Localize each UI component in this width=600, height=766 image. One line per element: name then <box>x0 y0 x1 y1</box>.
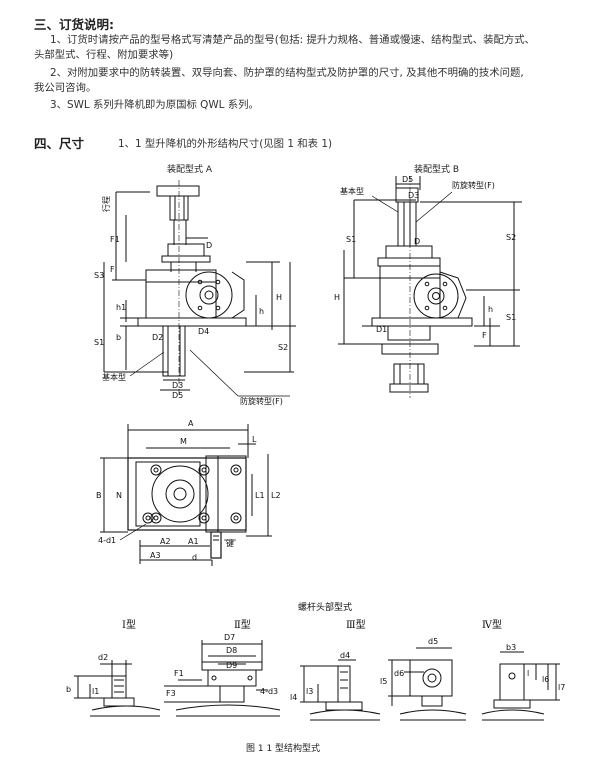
figure-a-labels: 行程 F1 D S3 F h1 S1 b D2 D4 H h S2 D3 D5 … <box>94 196 288 406</box>
head-type-4: Ⅳ型 <box>482 618 502 631</box>
label-h-small: h <box>259 307 264 316</box>
head-label-l: l <box>527 669 529 678</box>
head-label-f3: F3 <box>166 689 176 698</box>
head-label-f1: F1 <box>174 669 184 678</box>
label-d5: D5 <box>172 391 183 400</box>
label-b-d1: D1 <box>376 325 387 334</box>
head-label-l3: l3 <box>306 687 313 696</box>
section-title-dimensions: 四、尺寸 <box>34 136 85 151</box>
label-s3: S3 <box>94 271 104 280</box>
callout-antirot-a: 防旋转型(F) <box>240 396 283 406</box>
head-type-3: Ⅲ型 <box>346 618 366 631</box>
top-view-labels: A M L B N L1 L2 4-d1 A2 A1 A3 d 键 <box>96 419 281 562</box>
label-f1: F1 <box>110 235 120 244</box>
label-top-a3: A3 <box>150 551 161 560</box>
figure-b-labels: D5 D3 D 基本型 防旋转型(F) S1 S2 H h D1 F S1 <box>334 175 516 340</box>
head-label-l1: l1 <box>92 687 99 696</box>
figure-caption: 图 1 1 型结构型式 <box>246 744 321 754</box>
label-d3: D3 <box>172 381 183 390</box>
callout-basic-b: 基本型 <box>340 186 364 196</box>
label-s2: S2 <box>278 343 288 352</box>
label-b-h-small: h <box>488 305 493 314</box>
head-label-d8: D8 <box>226 646 237 655</box>
head-label-d3: 4-d3 <box>260 687 278 696</box>
heads-title: 螺杆头部型式 <box>298 601 352 613</box>
head-label-b3: b3 <box>506 643 516 652</box>
head-label-d5: d5 <box>428 637 438 646</box>
head-types-labels: 螺杆头部型式 Ⅰ型 Ⅱ型 Ⅲ型 Ⅳ型 d2 l1 b D7 D8 D9 F1 F… <box>66 601 565 702</box>
head-label-l5: l5 <box>380 677 387 686</box>
head-label-l6: l6 <box>542 675 549 684</box>
head-label-d2: d2 <box>98 653 108 662</box>
label-top-d: d <box>192 553 197 562</box>
label-top-holes: 4-d1 <box>98 536 116 545</box>
head-label-d7: D7 <box>224 633 235 642</box>
ordering-line-4: 我公司咨询。 <box>34 82 97 94</box>
head-types-drawing <box>74 640 560 721</box>
label-top-a: A <box>188 419 194 428</box>
label-f: F <box>110 265 115 274</box>
figure-a-drawing <box>103 180 296 397</box>
ordering-line-2: 头部型式、行程、附加要求等) <box>34 49 174 61</box>
label-b-d5: D5 <box>402 175 413 184</box>
figure-b-drawing <box>338 176 522 398</box>
label-b-f: F <box>482 331 487 340</box>
ordering-line-5: 3、SWL 系列升降机即为原国标 QWL 系列。 <box>50 99 259 111</box>
head-label-d9: D9 <box>226 661 237 670</box>
label-top-b: B <box>96 491 102 500</box>
label-d2: D2 <box>152 333 163 342</box>
callout-antirot-b: 防旋转型(F) <box>452 180 495 190</box>
head-type-1: Ⅰ型 <box>122 618 136 631</box>
label-b-s2: S2 <box>506 233 516 242</box>
label-b-s1: S1 <box>346 235 356 244</box>
head-label-d4: d4 <box>340 651 350 660</box>
label-h1: h1 <box>116 303 126 312</box>
figure-a-caption: 装配型式 A <box>167 165 213 175</box>
label-s1: S1 <box>94 338 104 347</box>
label-top-a2: A2 <box>160 537 171 546</box>
ordering-line-3: 2、对附加要求中的防转装置、双导向套、防护罩的结构型式及防护罩的尺寸, 及其他不… <box>50 67 524 79</box>
label-d4: D4 <box>198 327 209 336</box>
label-top-key: 键 <box>226 538 234 548</box>
label-top-l1: L1 <box>255 491 265 500</box>
figure-b-caption: 装配型式 B <box>414 165 460 175</box>
head-type-2: Ⅱ型 <box>234 618 251 631</box>
label-top-a1: A1 <box>188 537 199 546</box>
head-label-b: b <box>66 685 71 694</box>
label-b-d3: D3 <box>408 191 419 200</box>
label-b-d: D <box>414 237 420 246</box>
label-top-n: N <box>116 491 122 500</box>
head-label-l7: l7 <box>558 683 565 692</box>
label-top-l2: L2 <box>271 491 281 500</box>
head-label-l4: l4 <box>290 693 297 702</box>
ordering-line-1: 1、订货时请按产品的型号格式写清楚产品的型号(包括: 提升力规格、普通或慢速、结… <box>50 34 536 46</box>
label-b-s1-lower: S1 <box>506 313 516 322</box>
label-top-m: M <box>180 437 187 446</box>
stroke-label: 行程 <box>101 196 111 212</box>
label-top-l: L <box>252 435 257 444</box>
callout-basic-a: 基本型 <box>102 372 126 382</box>
label-h: H <box>276 293 282 302</box>
dimensions-subtitle: 1、1 型升降机的外形结构尺寸(见图 1 和表 1) <box>118 138 333 150</box>
section-title-ordering: 三、订货说明: <box>34 17 114 32</box>
label-b-h: H <box>334 293 340 302</box>
label-d: D <box>206 241 212 250</box>
head-label-d6: d6 <box>394 669 404 678</box>
top-view-drawing <box>100 424 272 566</box>
label-b: b <box>116 333 121 342</box>
